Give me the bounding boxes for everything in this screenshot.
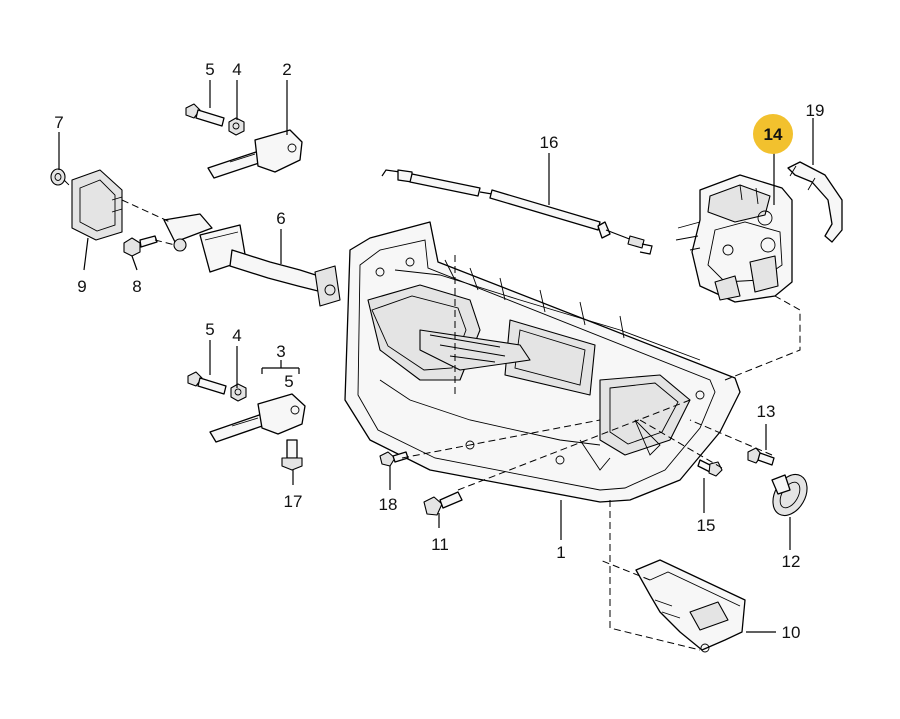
striker-bolt-part [747,447,775,466]
callout-label: 5 [205,60,214,79]
callout-label: 17 [284,492,303,511]
callout-label: 16 [540,133,559,152]
callout-label: 2 [282,60,291,79]
callout-label: 19 [806,101,825,120]
washer-part [50,168,66,186]
door-shell-part [344,221,741,503]
door-lock-part [675,174,793,303]
lock-cover-bracket-part [787,161,843,243]
callout-label: 14 [764,125,783,144]
trim-bracket-part [635,559,746,653]
striker-plate-part [771,473,808,517]
callout-label: 4 [232,326,241,345]
callout-label: 11 [431,535,449,554]
nut-upper-part [228,117,245,136]
callout-label: 3 [276,342,285,361]
callout-label: 5 [205,320,214,339]
leader-lines [58,80,814,651]
nut-lower-part [230,383,247,402]
callout-label: 6 [276,209,285,228]
callout-label: 18 [379,495,398,514]
bolt-lower-part [187,371,227,395]
screw-lock-part [697,459,723,477]
callout-label: 5 [284,372,293,391]
screw-trim-part [379,451,409,467]
callout-label: 4 [232,60,241,79]
bolt-door-shell-part [423,491,463,516]
bolt-hinge-pin-part [281,439,303,471]
bolt-upper-part [185,103,225,127]
door-check-strap-part [163,213,341,307]
callout-label: 12 [782,552,801,571]
callout-label: 13 [757,402,776,421]
highlight-marker [753,114,793,154]
callout-label: 7 [54,113,63,132]
callout-labels: 5 4 2 7 6 9 8 16 14 19 5 4 3 5 17 13 18 … [54,60,824,642]
upper-hinge-part [207,129,303,179]
callout-label: 8 [132,277,141,296]
callout-label: 10 [782,623,801,642]
screw-check-strap-part [123,235,158,257]
lower-hinge-part [209,393,306,443]
door-stop-buffer-part [71,169,123,241]
door-cable-part [381,169,653,255]
callout-label: 1 [556,543,565,562]
callout-label: 15 [697,516,716,535]
callout-label: 9 [77,277,86,296]
